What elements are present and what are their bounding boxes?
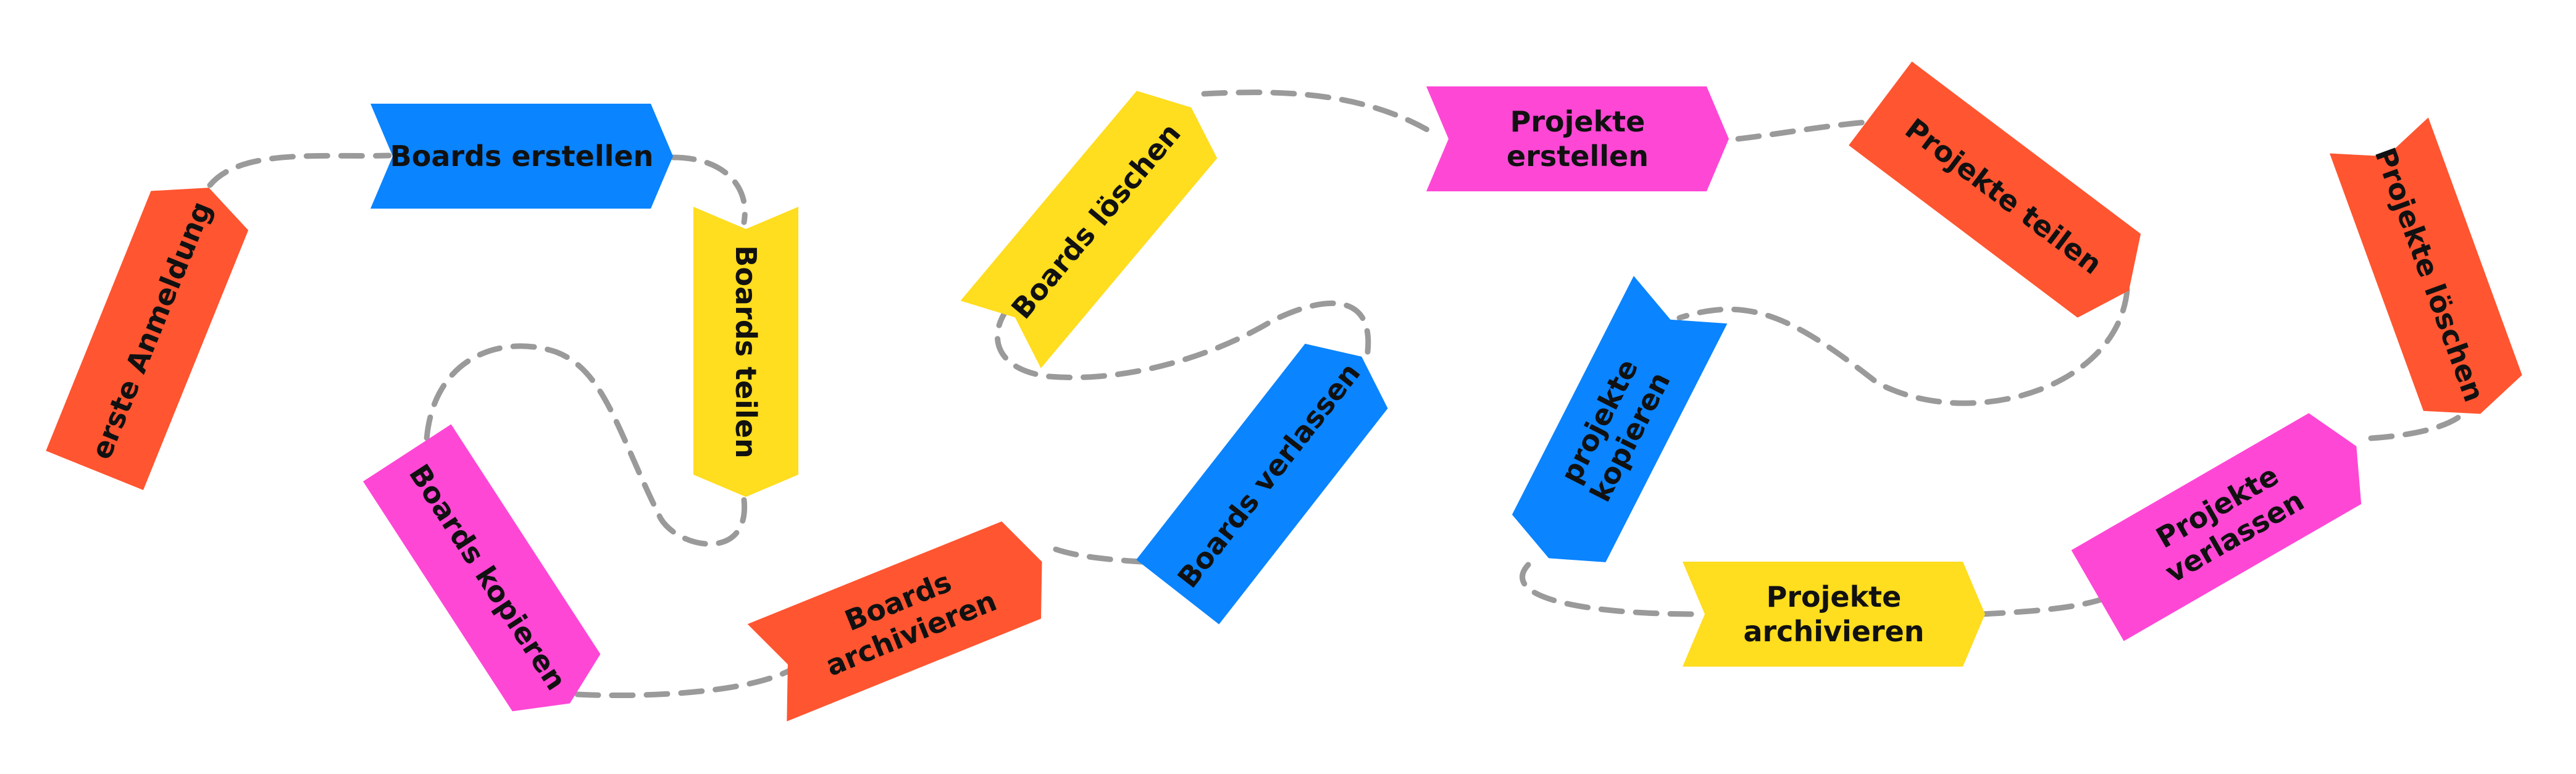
connector-2 <box>670 154 748 225</box>
step-arrow-shape <box>1426 86 1729 191</box>
step-label: Boards erstellen <box>390 139 654 173</box>
connector-6 <box>995 299 1371 381</box>
connector-9 <box>1676 287 2130 406</box>
connector-10 <box>1520 562 1701 617</box>
step-arrow-shape <box>362 424 601 712</box>
step-projekte-teilen: Projekte teilen <box>1849 61 2141 318</box>
step-arrow-shape <box>46 188 249 491</box>
step-arrow-shape <box>2330 117 2522 414</box>
step-projekte-loeschen: Projekte löschen <box>2330 117 2522 414</box>
step-arrow-shape <box>1136 343 1388 625</box>
step-label: Boards teilen <box>729 245 763 458</box>
step-arrow-shape <box>960 91 1218 368</box>
step-boards-archivieren: Boardsarchivieren <box>747 521 1042 722</box>
connector-7 <box>1201 89 1436 136</box>
step-label-line: Boards erstellen <box>390 139 654 173</box>
step-projekte-kopieren: projektekopieren <box>1512 276 1728 562</box>
step-boards-kopieren: Boards kopieren <box>362 424 601 712</box>
connector-3 <box>423 343 748 547</box>
step-boards-erstellen: Boards erstellen <box>370 104 673 209</box>
step-arrow-shape <box>1683 562 1985 667</box>
step-label-line: archivieren <box>1743 615 1924 648</box>
step-label-line: Boards teilen <box>729 245 763 458</box>
step-arrow-shape <box>747 521 1042 722</box>
step-erste-anmeldung: erste Anmeldung <box>46 188 249 491</box>
step-label-line: Projekte <box>1767 580 1902 614</box>
step-arrow-shape <box>693 207 798 497</box>
step-boards-teilen: Boards teilen <box>693 207 798 497</box>
step-arrow-shape <box>2071 413 2362 641</box>
step-label-line: erstellen <box>1507 139 1649 173</box>
connector-4 <box>574 664 800 699</box>
connector-1 <box>207 152 392 188</box>
step-arrow-shape <box>1512 276 1728 562</box>
step-label-line: Projekte <box>1510 105 1646 138</box>
step-arrow-shape <box>370 104 673 209</box>
step-arrow-shape <box>1849 61 2141 318</box>
step-boards-verlassen: Boards verlassen <box>1136 343 1388 625</box>
step-projekte-verlassen: Projekteverlassen <box>2071 413 2362 641</box>
